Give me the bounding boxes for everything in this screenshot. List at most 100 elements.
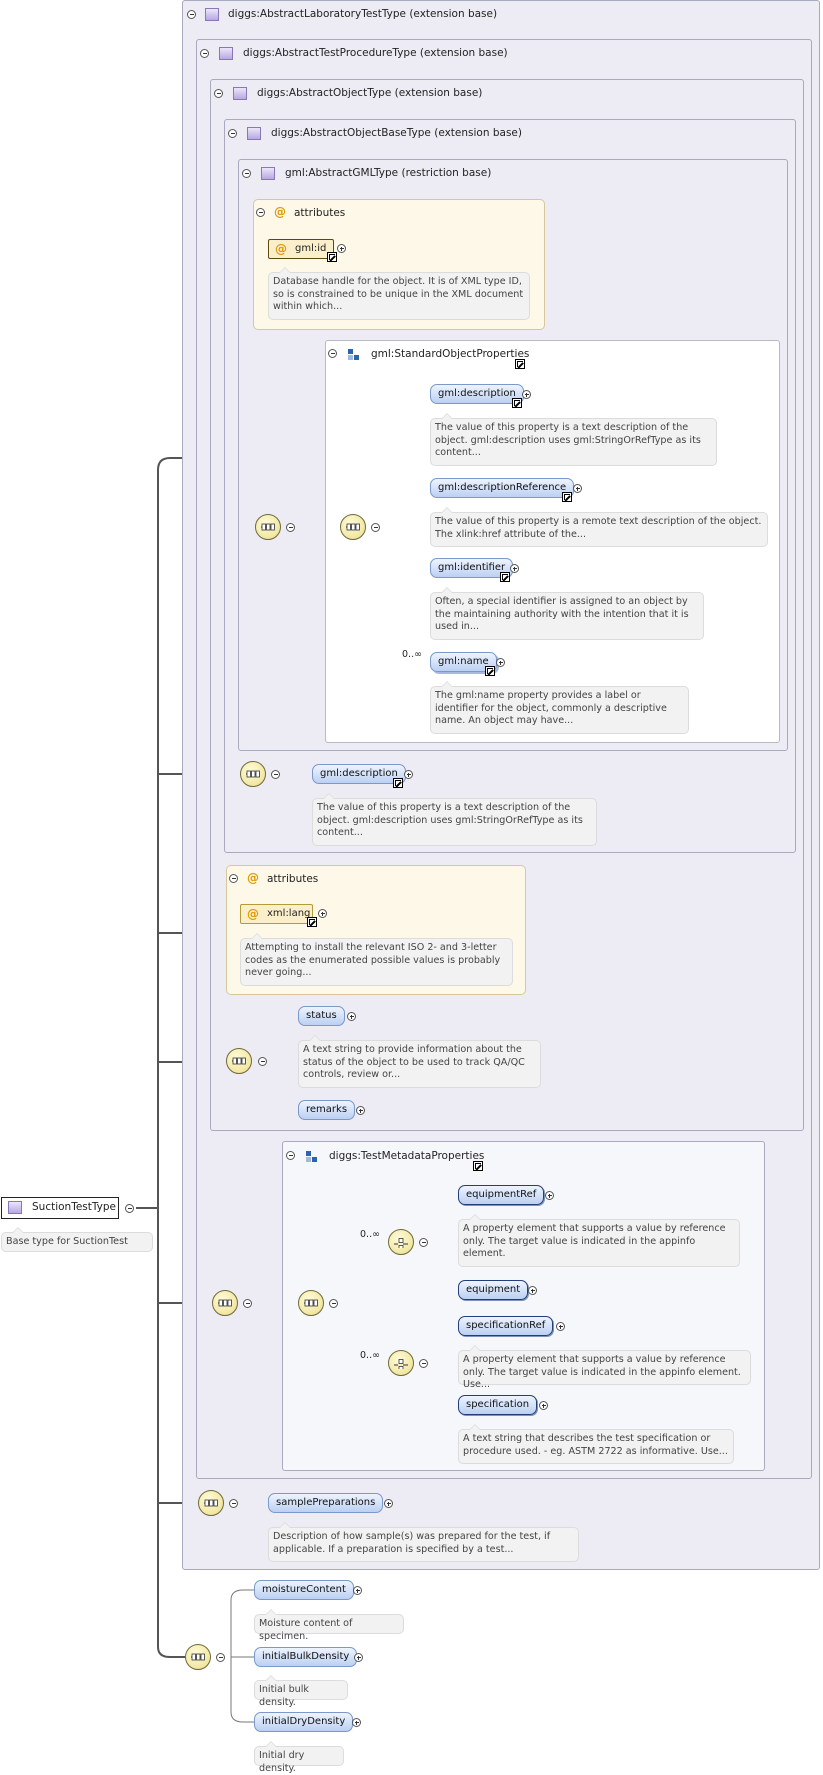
panel-title-proc: diggs:AbstractTestProcedureType (extensi… [243,47,508,59]
collapse-icon[interactable] [256,208,265,217]
sequence-compositor-icon[interactable] [185,1644,211,1670]
element-equipment[interactable]: equipment [458,1280,529,1300]
expand-icon[interactable] [496,658,505,667]
attribute-icon: @ [247,871,259,885]
sequence-compositor-icon[interactable] [340,514,366,540]
expand-icon[interactable] [356,1106,365,1115]
collapse-icon[interactable] [271,770,280,779]
element-gml-identifier[interactable]: gml:identifier [430,558,514,578]
element-specification-ref[interactable]: specificationRef [458,1316,554,1336]
reference-arrow-icon[interactable] [485,666,495,676]
expand-icon[interactable] [404,770,413,779]
expand-icon[interactable] [318,909,327,918]
element-initial-dry-density[interactable]: initialDryDensity [254,1712,354,1732]
complex-type-icon [247,127,261,140]
expand-icon[interactable] [354,1653,363,1662]
group-icon [348,349,359,360]
expand-icon[interactable] [337,244,346,253]
occurrence-label: 0..∞ [402,649,422,660]
element-status[interactable]: status [298,1006,345,1026]
expand-icon[interactable] [352,1718,361,1727]
panel-title-gml: gml:AbstractGMLType (restriction base) [285,167,492,179]
collapse-icon[interactable] [200,49,209,58]
sequence-compositor-icon[interactable] [255,514,281,540]
occurrence-label: 0..∞ [360,1350,380,1361]
element-gml-description-reference[interactable]: gml:descriptionReference [430,478,575,498]
choice-compositor-icon[interactable] [388,1350,414,1376]
expand-icon[interactable] [539,1401,548,1410]
annotation-gml-description-reference: The value of this property is a remote t… [430,507,768,547]
reference-arrow-icon[interactable] [515,359,525,369]
reference-arrow-icon[interactable] [393,778,403,788]
collapse-icon[interactable] [216,1653,225,1662]
expand-icon[interactable] [347,1012,356,1021]
choice-compositor-icon[interactable] [388,1229,414,1255]
complex-type-icon [205,8,219,21]
complex-type-icon [8,1201,22,1214]
sequence-compositor-icon[interactable] [226,1048,252,1074]
sequence-compositor-icon[interactable] [240,761,266,787]
attribute-gml-id[interactable]: @ gml:id [268,239,334,259]
collapse-icon[interactable] [125,1204,134,1213]
expand-icon[interactable] [353,1586,362,1595]
group-name: gml:StandardObjectProperties [371,348,530,360]
attributes-label: attributes [294,207,346,219]
collapse-icon[interactable] [229,1499,238,1508]
element-remarks[interactable]: remarks [298,1100,356,1120]
element-gml-description[interactable]: gml:description [430,384,524,404]
element-objbase-gml-description[interactable]: gml:description [312,764,406,784]
collapse-icon[interactable] [419,1359,428,1368]
expand-icon[interactable] [545,1191,554,1200]
annotation-moisture-content: Moisture content of specimen. [254,1609,404,1642]
element-initial-bulk-density[interactable]: initialBulkDensity [254,1647,358,1667]
element-specification[interactable]: specification [458,1395,538,1415]
annotation-gml-identifier: Often, a special identifier is assigned … [430,587,704,640]
attribute-name: xml:lang [267,908,311,919]
attribute-name: gml:id [295,243,327,254]
attributes-label: attributes [267,873,319,885]
collapse-icon[interactable] [258,1057,267,1066]
annotation-root: Base type for SuctionTest [1,1227,153,1252]
expand-icon[interactable] [522,390,531,399]
collapse-icon[interactable] [243,1299,252,1308]
annotation-status: A text string to provide information abo… [298,1035,541,1088]
expand-icon[interactable] [528,1286,537,1295]
element-moisture-content[interactable]: moistureContent [254,1580,354,1600]
sequence-compositor-icon[interactable] [298,1290,324,1316]
attribute-xml-lang[interactable]: @ xml:lang [240,904,313,924]
collapse-icon[interactable] [228,129,237,138]
annotation-sample-preparations: Description of how sample(s) was prepare… [268,1522,579,1562]
expand-icon[interactable] [510,564,519,573]
collapse-icon[interactable] [229,874,238,883]
expand-icon[interactable] [556,1322,565,1331]
expand-icon[interactable] [573,484,582,493]
attribute-icon: @ [275,242,287,256]
collapse-icon[interactable] [328,349,337,358]
attribute-icon: @ [274,205,286,219]
collapse-icon[interactable] [419,1238,428,1247]
collapse-icon[interactable] [371,523,380,532]
root-complex-type[interactable]: SuctionTestType [1,1197,119,1219]
element-sample-preparations[interactable]: samplePreparations [268,1493,384,1513]
annotation-initial-dry-density: Initial dry density. [254,1741,344,1774]
expand-icon[interactable] [384,1499,393,1508]
sequence-compositor-icon[interactable] [212,1290,238,1316]
reference-arrow-icon[interactable] [562,492,572,502]
reference-arrow-icon[interactable] [512,398,522,408]
sequence-compositor-icon[interactable] [198,1490,224,1516]
reference-arrow-icon[interactable] [307,917,317,927]
collapse-icon[interactable] [242,169,251,178]
collapse-icon[interactable] [329,1299,338,1308]
collapse-icon[interactable] [286,523,295,532]
element-equipment-ref[interactable]: equipmentRef [458,1185,545,1205]
reference-arrow-icon[interactable] [500,572,510,582]
collapse-icon[interactable] [187,10,196,19]
annotation-equipment-ref: A property element that supports a value… [458,1214,740,1267]
collapse-icon[interactable] [286,1151,295,1160]
collapse-icon[interactable] [214,89,223,98]
panel-title-lab: diggs:AbstractLaboratoryTestType (extens… [228,8,498,20]
reference-arrow-icon[interactable] [327,252,337,262]
reference-arrow-icon[interactable] [473,1161,483,1171]
annotation-gml-id: Database handle for the object. It is of… [268,267,530,320]
annotation-specification: A text string that describes the test sp… [458,1424,734,1464]
